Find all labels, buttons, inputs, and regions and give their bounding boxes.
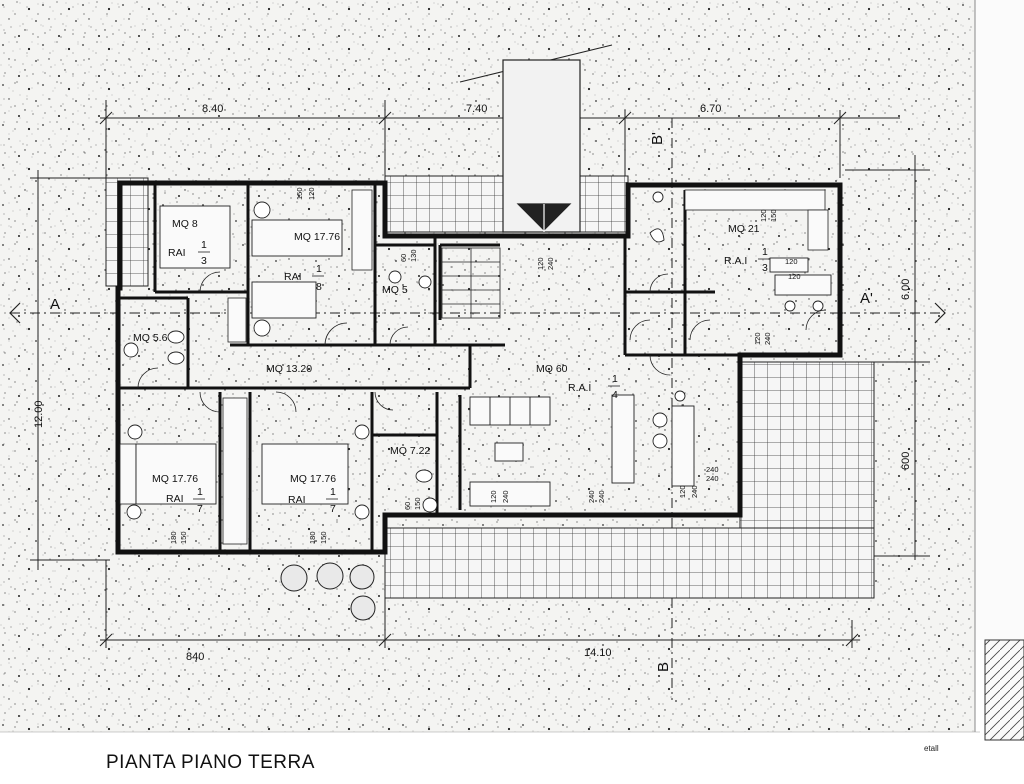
svg-text:120: 120 bbox=[785, 257, 798, 266]
room-ratio-label: RAI bbox=[166, 493, 184, 505]
terrace-west bbox=[105, 177, 149, 287]
svg-text:240: 240 bbox=[546, 257, 555, 270]
room-area: MQ 17.76 bbox=[294, 231, 340, 243]
door-swings bbox=[137, 271, 827, 413]
dim-top-middle: 7.40 bbox=[466, 103, 487, 115]
svg-text:240: 240 bbox=[501, 490, 510, 503]
room-area: MQ 17.76 bbox=[152, 473, 198, 485]
room-ratio-label: RAI bbox=[168, 247, 186, 259]
section-mark-b-bottom: B bbox=[655, 662, 672, 672]
room-ratio-label: R.A.I bbox=[724, 255, 747, 267]
svg-text:240: 240 bbox=[706, 465, 719, 474]
svg-text:60: 60 bbox=[399, 254, 408, 262]
svg-text:150: 150 bbox=[319, 531, 328, 544]
svg-text:150: 150 bbox=[769, 209, 778, 222]
dim-right-lower: 600 bbox=[900, 452, 912, 470]
svg-text:150: 150 bbox=[295, 187, 304, 200]
dim-right-upper: 6.00 bbox=[900, 279, 912, 300]
interior-walls bbox=[120, 185, 740, 550]
svg-text:120: 120 bbox=[678, 485, 687, 498]
dimension-lines-bottom bbox=[99, 560, 860, 648]
dim-bottom-left: 840 bbox=[186, 651, 204, 663]
wardrobes bbox=[119, 189, 829, 545]
room-ratio-label: RAI bbox=[284, 271, 302, 283]
room-ratio-den: 3 bbox=[201, 255, 207, 267]
room-ratio-den: 7 bbox=[330, 503, 336, 515]
room-r2: MQ 17.76 RAI 1 8 bbox=[284, 231, 340, 293]
trees bbox=[280, 562, 376, 621]
svg-text:120: 120 bbox=[307, 187, 316, 200]
svg-text:120: 120 bbox=[788, 272, 801, 281]
room-ratio-den: 8 bbox=[316, 281, 322, 293]
room-ratio-num: 1 bbox=[330, 486, 336, 498]
room-area: MQ 8 bbox=[172, 218, 198, 230]
room-ratio-label: RAI bbox=[288, 494, 306, 506]
section-mark-b-top: B' bbox=[649, 132, 666, 145]
room-r8: MQ 17.76 RAI 1 7 bbox=[152, 473, 205, 515]
svg-text:130: 130 bbox=[409, 249, 418, 262]
beds bbox=[135, 205, 349, 505]
room-r7: MQ 21 R.A.I 1 3 bbox=[724, 223, 770, 274]
svg-text:150: 150 bbox=[179, 531, 188, 544]
drawing-title: PIANTA PIANO TERRA bbox=[106, 752, 315, 773]
room-area: MQ 17.76 bbox=[290, 473, 336, 485]
room-ratio-den: 4 bbox=[612, 389, 618, 401]
room-ratio-num: 1 bbox=[197, 486, 203, 498]
dim-left-height: 12.00 bbox=[33, 400, 45, 428]
sanitary-fixtures bbox=[123, 191, 824, 520]
room-area: MQ 21 bbox=[728, 223, 760, 235]
room-r9: MQ 17.76 RAI 1 7 bbox=[288, 473, 338, 515]
section-lines bbox=[10, 118, 945, 700]
svg-text:180: 180 bbox=[308, 531, 317, 544]
stairs bbox=[441, 247, 501, 319]
room-ratio-num: 1 bbox=[201, 239, 207, 251]
svg-text:180: 180 bbox=[169, 531, 178, 544]
room-r10-area: MQ 7.22 bbox=[390, 445, 430, 457]
room-ratio-den: 7 bbox=[197, 503, 203, 515]
svg-text:120: 120 bbox=[753, 332, 762, 345]
svg-text:120: 120 bbox=[489, 490, 498, 503]
room-ratio-num: 1 bbox=[612, 373, 618, 385]
svg-text:150: 150 bbox=[413, 497, 422, 510]
svg-text:120: 120 bbox=[759, 209, 768, 222]
living-furniture bbox=[469, 257, 832, 507]
room-ratio-den: 3 bbox=[762, 262, 768, 274]
section-mark-a-right: A' bbox=[860, 290, 873, 307]
room-ratio-num: 1 bbox=[762, 246, 768, 258]
svg-text:60: 60 bbox=[403, 502, 412, 510]
room-r6: MQ 60 R.A.I 1 4 bbox=[536, 363, 620, 401]
svg-text:240: 240 bbox=[706, 474, 719, 483]
terrace-south bbox=[384, 527, 875, 599]
dim-top-left: 8.40 bbox=[202, 103, 223, 115]
entrance-shaft bbox=[502, 59, 581, 233]
room-r4-area: MQ 5.6 bbox=[133, 332, 168, 344]
dim-bottom-right: 14.10 bbox=[584, 647, 612, 659]
dim-top-right: 6.70 bbox=[700, 103, 721, 115]
section-mark-a-left: A bbox=[50, 296, 60, 313]
svg-text:240: 240 bbox=[597, 490, 606, 503]
room-ratio-num: 1 bbox=[316, 263, 322, 275]
room-area: MQ 60 bbox=[536, 363, 568, 375]
svg-text:240: 240 bbox=[763, 332, 772, 345]
room-ratio-label: R.A.I bbox=[568, 382, 591, 394]
paper-edge bbox=[975, 0, 1024, 640]
room-r5-area: MQ 13.20 bbox=[266, 363, 312, 375]
svg-text:240: 240 bbox=[587, 490, 596, 503]
opening-dimensions: 150 120 60 130 120 240 120 150 120 240 1… bbox=[169, 187, 801, 544]
svg-text:120: 120 bbox=[536, 257, 545, 270]
svg-text:240: 240 bbox=[690, 485, 699, 498]
corner-stamp: etall bbox=[924, 744, 939, 753]
room-r3-area: MQ 5 bbox=[382, 284, 408, 296]
room-r1: MQ 8 RAI 1 3 bbox=[168, 218, 210, 267]
